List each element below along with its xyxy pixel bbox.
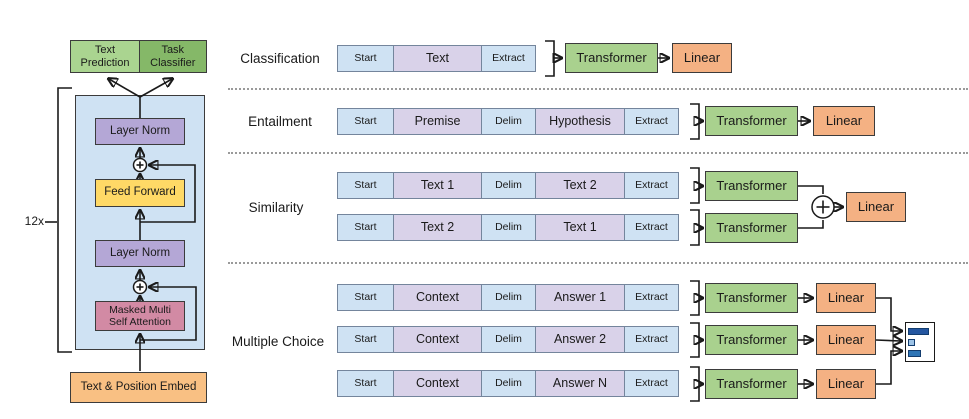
- text-prediction-box: Text Prediction: [70, 40, 140, 73]
- token-start: Start: [337, 45, 394, 72]
- token-start: Start: [337, 370, 394, 397]
- token-delim: Delim: [481, 108, 536, 135]
- token-delim: Delim: [481, 284, 536, 311]
- divider-similarity-multiplechoice: [228, 262, 968, 264]
- multiple-choice-label: Multiple Choice: [231, 334, 325, 349]
- divider-classification-entailment: [228, 88, 968, 90]
- transformer-box: Transformer: [705, 283, 798, 313]
- bar-chart-bar: [908, 350, 921, 357]
- multiple-choice-connectors: [690, 280, 901, 402]
- linear-box: Linear: [816, 325, 876, 355]
- feed-forward-box: Feed Forward: [95, 179, 185, 207]
- entailment-label: Entailment: [248, 114, 312, 129]
- token-extract: Extract: [624, 370, 679, 397]
- token-context: Context: [392, 326, 483, 353]
- token-extract: Extract: [624, 214, 679, 241]
- transformer-box: Transformer: [705, 369, 798, 399]
- token-extract: Extract: [624, 284, 679, 311]
- classification-connectors: [545, 40, 668, 77]
- classification-label: Classification: [240, 51, 320, 66]
- bar-chart-bar: [908, 328, 929, 335]
- token-context: Context: [392, 370, 483, 397]
- linear-box: Linear: [816, 283, 876, 313]
- token-start: Start: [337, 214, 394, 241]
- token-delim: Delim: [481, 370, 536, 397]
- token-answer-1: Answer 1: [534, 284, 626, 311]
- divider-entailment-similarity: [228, 152, 968, 154]
- transformer-box: Transformer: [565, 43, 658, 73]
- token-text2: Text 2: [392, 214, 483, 241]
- linear-box: Linear: [846, 192, 906, 222]
- token-text1: Text 1: [392, 172, 483, 199]
- token-text2: Text 2: [534, 172, 626, 199]
- token-answer-2: Answer 2: [534, 326, 626, 353]
- token-extract: Extract: [481, 45, 536, 72]
- multiple-choice-token-row-3: Start Context Delim Answer N Extract: [337, 370, 679, 397]
- token-start: Start: [337, 172, 394, 199]
- token-delim: Delim: [481, 326, 536, 353]
- linear-box: Linear: [672, 43, 732, 73]
- entailment-token-row: Start Premise Delim Hypothesis Extract: [337, 108, 679, 135]
- token-text: Text: [392, 45, 483, 72]
- token-start: Start: [337, 108, 394, 135]
- layer-norm-top-box: Layer Norm: [95, 118, 185, 145]
- repeat-12x-label: 12x: [24, 214, 44, 228]
- token-delim: Delim: [481, 172, 536, 199]
- token-extract: Extract: [624, 326, 679, 353]
- token-start: Start: [337, 326, 394, 353]
- token-hypothesis: Hypothesis: [534, 108, 626, 135]
- token-premise: Premise: [392, 108, 483, 135]
- token-extract: Extract: [624, 108, 679, 135]
- token-answer-n: Answer N: [534, 370, 626, 397]
- transformer-box: Transformer: [705, 325, 798, 355]
- token-start: Start: [337, 284, 394, 311]
- linear-box: Linear: [813, 106, 875, 136]
- classification-token-row: Start Text Extract: [337, 45, 536, 72]
- linear-box: Linear: [816, 369, 876, 399]
- masked-self-attention-box: Masked Multi Self Attention: [95, 301, 185, 331]
- transformer-box: Transformer: [705, 213, 798, 243]
- similarity-label: Similarity: [248, 200, 304, 215]
- bar-chart-bar: [908, 339, 915, 346]
- task-classifier-box: Task Classifier: [138, 40, 207, 73]
- token-context: Context: [392, 284, 483, 311]
- multiple-choice-token-row-1: Start Context Delim Answer 1 Extract: [337, 284, 679, 311]
- transformer-box: Transformer: [705, 106, 798, 136]
- token-extract: Extract: [624, 172, 679, 199]
- left-block-connectors: [45, 79, 197, 371]
- entailment-connectors: [690, 103, 809, 140]
- text-position-embed-box: Text & Position Embed: [70, 372, 207, 403]
- similarity-token-row-1: Start Text 1 Delim Text 2 Extract: [337, 172, 679, 199]
- token-text1: Text 1: [534, 214, 626, 241]
- transformer-box: Transformer: [705, 171, 798, 201]
- multiple-choice-token-row-2: Start Context Delim Answer 2 Extract: [337, 326, 679, 353]
- token-delim: Delim: [481, 214, 536, 241]
- similarity-connectors: [690, 167, 842, 246]
- bar-chart-icon: [905, 322, 935, 362]
- similarity-token-row-2: Start Text 2 Delim Text 1 Extract: [337, 214, 679, 241]
- layer-norm-bottom-box: Layer Norm: [95, 240, 185, 267]
